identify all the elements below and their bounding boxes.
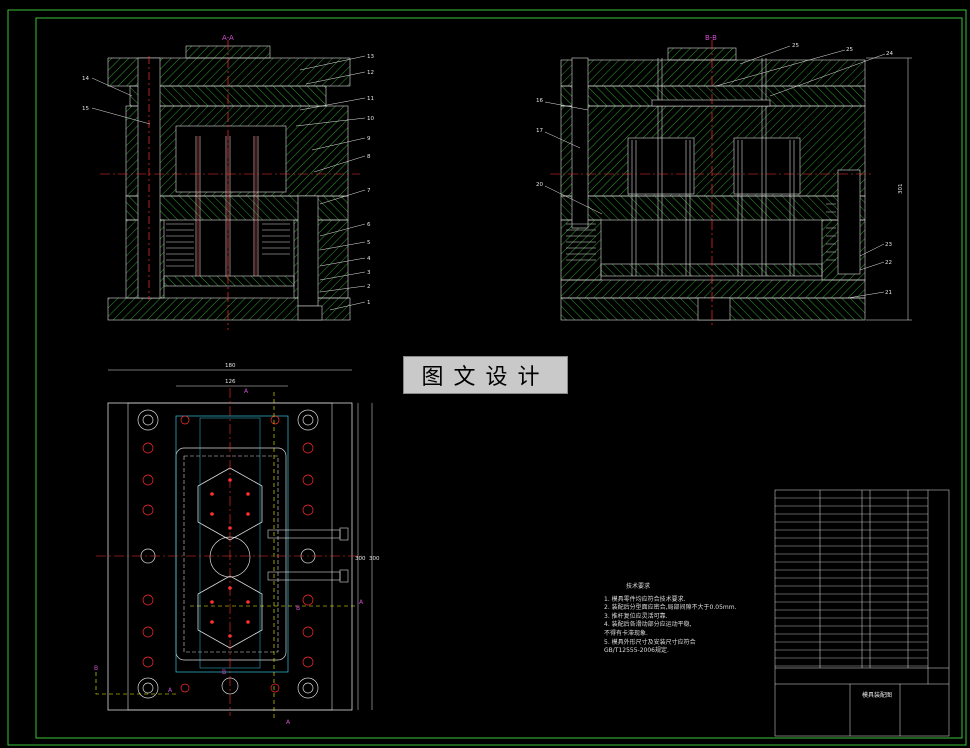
balloon-number: 5 (367, 240, 371, 246)
dimension-label: 180 (225, 363, 236, 369)
section-marker: B (296, 605, 300, 612)
balloon-number: 25 (846, 47, 853, 53)
note-line: 不得有卡滞现象. (604, 629, 648, 637)
section-marker: A (168, 687, 173, 694)
balloon-number: 25 (792, 43, 799, 49)
title-block-name: 模具装配图 (862, 691, 892, 699)
balloon-number: 11 (367, 96, 374, 102)
watermark-stamp: 图文设计 (403, 356, 568, 394)
outer-frame (7, 9, 967, 746)
note-line: 5. 模具外形尺寸及安装尺寸应符合 (604, 638, 696, 646)
balloon-number: 23 (885, 242, 892, 248)
section-marker: A (286, 719, 291, 726)
bb-height-dimension: 301 (898, 184, 904, 195)
balloon-number: 15 (82, 106, 89, 112)
balloon-number: 10 (367, 116, 374, 122)
balloon-number: 3 (367, 270, 371, 276)
balloon-number: 1 (367, 300, 371, 306)
section-marker: A (244, 388, 249, 395)
balloon-number: 2 (367, 284, 371, 290)
balloon-number: 24 (886, 51, 893, 57)
title-block (774, 489, 950, 737)
note-line: 1. 模具零件均应符合技术要求. (604, 595, 686, 603)
dimension-label: 300 (369, 556, 380, 562)
section-marker: B (94, 665, 98, 672)
section-marker: A (359, 599, 364, 606)
notes-title: 技术要求 (626, 583, 651, 590)
balloon-number: 17 (536, 128, 543, 134)
balloon-number: 21 (885, 290, 892, 296)
note-line: GB/T12555-2006规定. (604, 647, 669, 655)
balloon-number: 22 (885, 260, 892, 266)
balloon-number: 6 (367, 222, 371, 228)
dimension-label: 126 (225, 379, 236, 385)
inner-frame (35, 17, 963, 739)
balloon-number: 4 (367, 256, 371, 262)
section-marker: B (222, 669, 226, 676)
dimension-label: 300 (355, 556, 366, 562)
balloon-number: 13 (367, 54, 374, 60)
balloon-number: 9 (367, 136, 371, 142)
balloon-number: 7 (367, 188, 371, 194)
note-line: 3. 推杆复位应灵活可靠. (604, 612, 668, 620)
note-line: 2. 装配后分型面应密合,局部间隙不大于0.05mm. (604, 604, 737, 612)
balloon-number: 12 (367, 70, 374, 76)
section-aa-view: A-A (82, 34, 374, 330)
technical-notes: 技术要求 1. 模具零件均应符合技术要求.2. 装配后分型面应密合,局部间隙不大… (604, 583, 754, 656)
balloon-number: 8 (367, 154, 371, 160)
section-bb-title: B-B (705, 34, 717, 42)
section-aa-title: A-A (222, 34, 234, 42)
balloon-number: 16 (536, 98, 543, 104)
balloon-number: 14 (82, 76, 89, 82)
section-bb-view: B-B 301 (536, 34, 912, 328)
note-line: 4. 装配后各滑动部分应运动平稳, (604, 621, 692, 629)
balloon-number: 20 (536, 182, 543, 188)
